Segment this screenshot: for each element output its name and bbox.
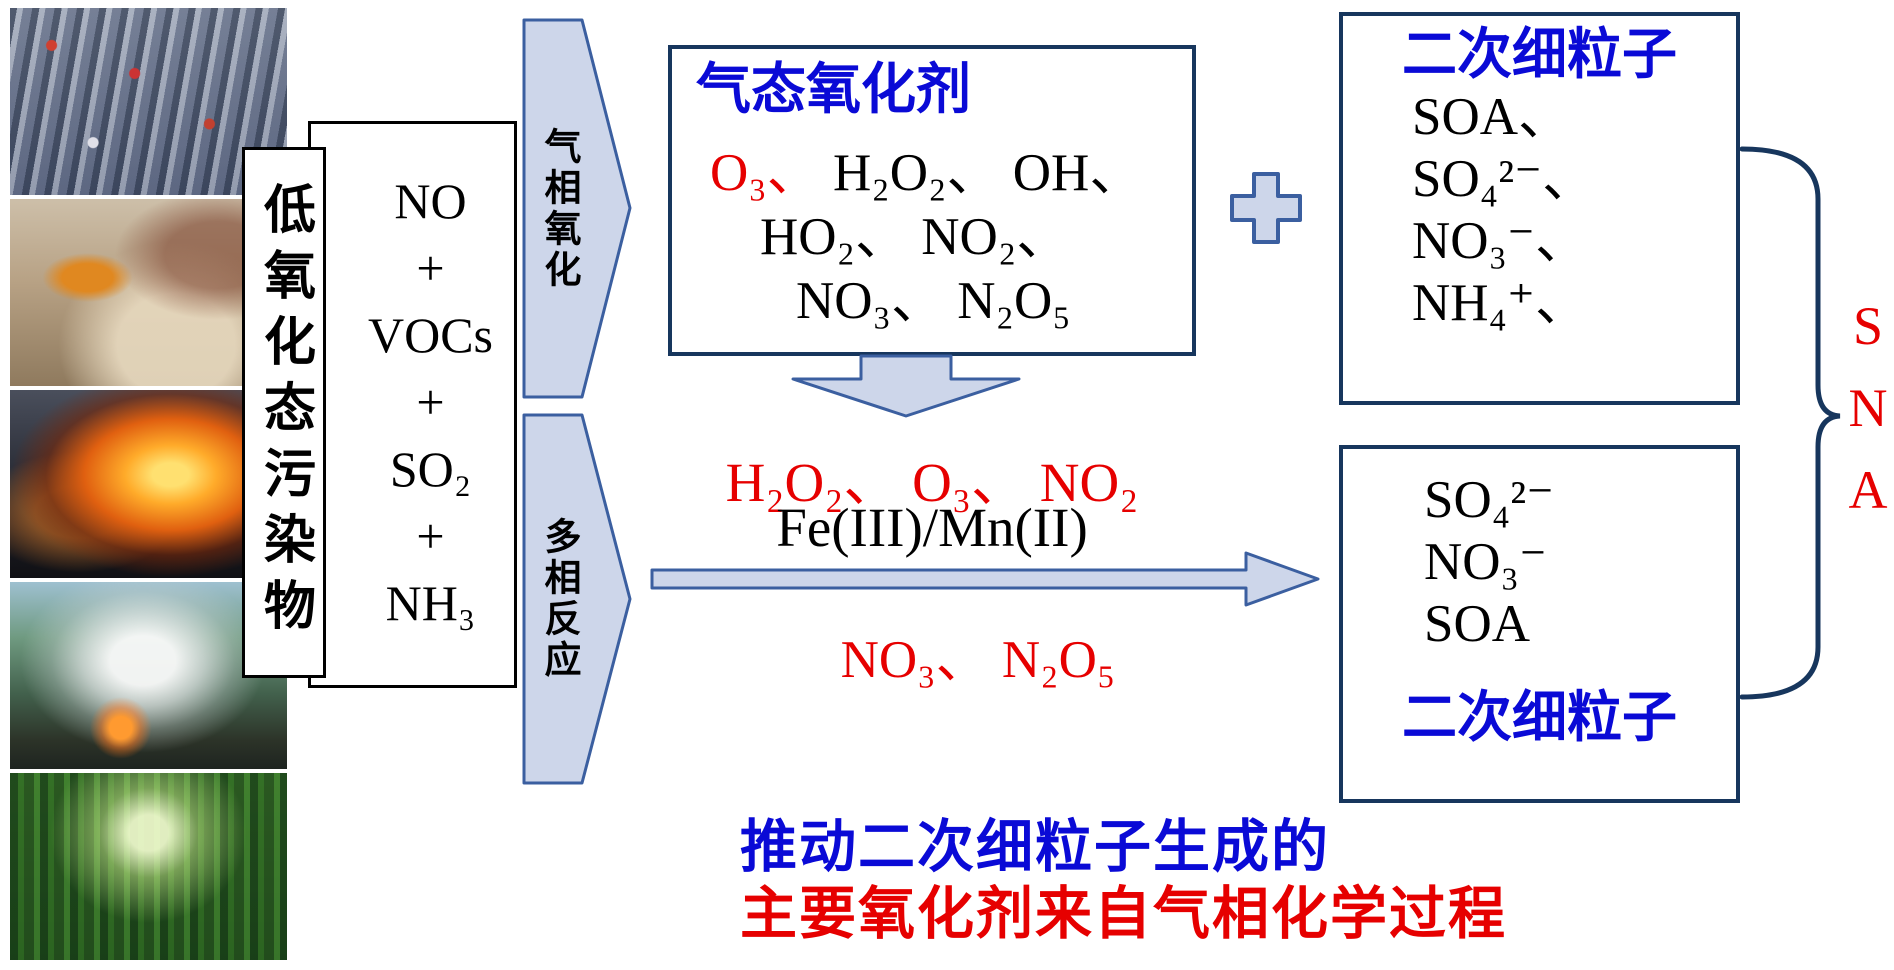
secondary-particles-title: 二次细粒子 xyxy=(1401,23,1677,85)
sna-letter: S xyxy=(1852,296,1884,356)
plus-icon xyxy=(1227,169,1305,247)
pollutant-line: + xyxy=(416,240,445,296)
sna-letter: N xyxy=(1848,378,1888,438)
oxidant-formula-line: O₃、 H₂O₂、 OH、 xyxy=(710,144,1143,202)
right-block-arrow-icon xyxy=(522,18,632,399)
traffic-jam-photo xyxy=(10,8,287,196)
industrial-fire-photo xyxy=(10,390,287,578)
soa-item: SOA、 xyxy=(1412,88,1572,146)
aqueous-oxidants-text: H₂O₂、 O₃、 NO₂ xyxy=(725,452,1139,513)
nitrate-oxidants-text: NO₃、 N₂O₅ xyxy=(840,631,1116,689)
caption-line-1: 推动二次细粒子生成的 xyxy=(740,815,1330,879)
reaction-arrow-icon xyxy=(650,551,1320,607)
sna-bracket-icon xyxy=(1739,133,1844,709)
oxidant-formula-line: NO₃、 N₂O₅ xyxy=(796,272,1071,330)
construction-dust-photo xyxy=(10,199,287,387)
ammonium-item: NH₄⁺、 xyxy=(1412,274,1589,332)
pollutant-line: + xyxy=(416,374,445,430)
pollutant-line: SO₂ xyxy=(389,441,472,497)
caption-line-2: 主要氧化剂来自气相化学过程 xyxy=(740,882,1507,946)
pollutant-line: + xyxy=(416,508,445,564)
sulfate-item: SO₄²⁻、 xyxy=(1412,150,1596,208)
secondary-particles-title: 二次细粒子 xyxy=(1401,686,1677,748)
sna-letter: A xyxy=(1848,460,1888,520)
secondary-particles-top-box: 二次细粒子 SOA、 SO₄²⁻、 NO₃⁻、 NH₄⁺、 xyxy=(1339,12,1740,405)
biomass-burning-photo xyxy=(10,581,287,769)
forest-photo xyxy=(10,772,287,961)
secondary-particles-bottom-box: SO₄²⁻ NO₃⁻ SOA 二次细粒子 xyxy=(1339,445,1740,803)
low-oxidation-pollutants-label: 低氧化态污染物 xyxy=(255,181,313,644)
emission-source-photos xyxy=(10,8,287,961)
pollutant-line: NH₃ xyxy=(385,575,476,631)
oxidant-formula-line: HO₂、 NO₂、 xyxy=(760,208,1070,266)
sulfate-item: SO₄²⁻ xyxy=(1424,471,1555,529)
low-oxidation-pollutants-box: 低氧化态污染物 xyxy=(242,147,326,678)
down-arrow-icon xyxy=(791,354,1021,418)
gas-phase-oxidation-arrow: 气相氧化 xyxy=(522,18,632,399)
pollutant-line: NO xyxy=(394,173,467,229)
gaseous-oxidants-title: 气态氧化剂 xyxy=(696,58,972,120)
pollutant-line: VOCs xyxy=(367,307,494,363)
soa-item: SOA xyxy=(1424,595,1531,653)
pollutant-list-box: NO + VOCs + SO₂ + NH₃ xyxy=(308,121,517,688)
heterogeneous-reaction-label: 多相反应 xyxy=(538,517,579,681)
gas-phase-oxidation-label: 气相氧化 xyxy=(538,126,579,291)
right-block-arrow-icon xyxy=(522,413,632,785)
nitrate-item: NO₃⁻、 xyxy=(1412,212,1589,270)
metal-catalysts-text: Fe(III)/Mn(II) xyxy=(776,497,1088,558)
sna-label: S N A xyxy=(1846,285,1890,531)
nitrate-item: NO₃⁻ xyxy=(1424,533,1548,591)
gaseous-oxidants-box: 气态氧化剂 O₃、 H₂O₂、 OH、 HO₂、 NO₂、 NO₃、 N₂O₅ xyxy=(668,45,1196,356)
heterogeneous-reaction-arrow: 多相反应 xyxy=(522,413,632,785)
ozone-formula: O₃、 xyxy=(710,144,820,202)
